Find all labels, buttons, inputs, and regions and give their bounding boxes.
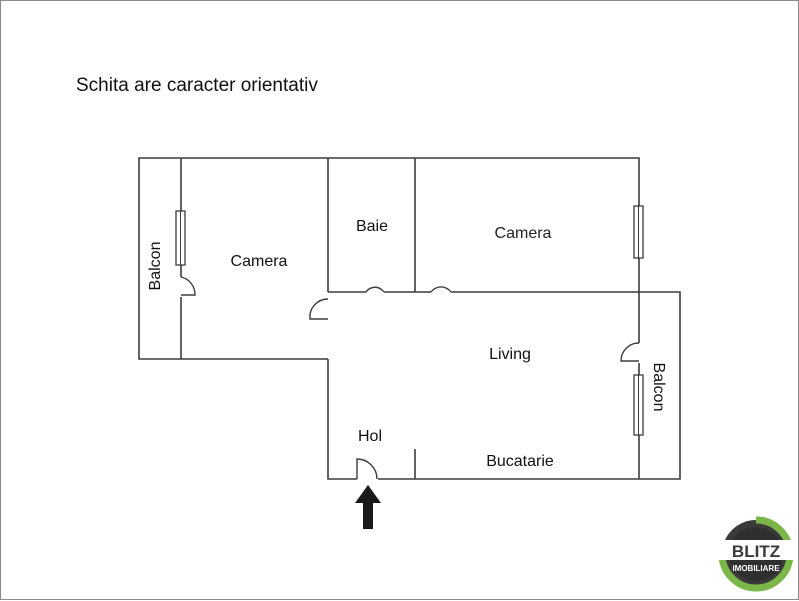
room-label-balcon-right: Balcon — [650, 363, 667, 412]
room-label-baie: Baie — [356, 218, 388, 235]
brand-logo: BLITZ IMOBILIARE — [717, 516, 795, 592]
room-label-camera-right: Camera — [495, 225, 552, 242]
room-label-camera-left: Camera — [231, 253, 288, 270]
logo-sub-text: IMOBILIARE — [732, 564, 780, 573]
doors — [179, 276, 641, 481]
disclaimer-note: Schita are caracter orientativ — [76, 75, 318, 96]
room-label-living: Living — [489, 346, 531, 363]
room-labels: Balcon Camera Baie Camera Living Balcon … — [147, 218, 667, 470]
room-label-hol: Hol — [358, 428, 382, 445]
windows — [175, 205, 644, 436]
up-arrow-icon — [355, 485, 381, 529]
logo-brand-text: BLITZ — [732, 542, 780, 561]
room-label-balcon-left: Balcon — [147, 242, 164, 291]
room-label-bucatarie: Bucatarie — [486, 453, 554, 470]
walls — [138, 157, 681, 480]
